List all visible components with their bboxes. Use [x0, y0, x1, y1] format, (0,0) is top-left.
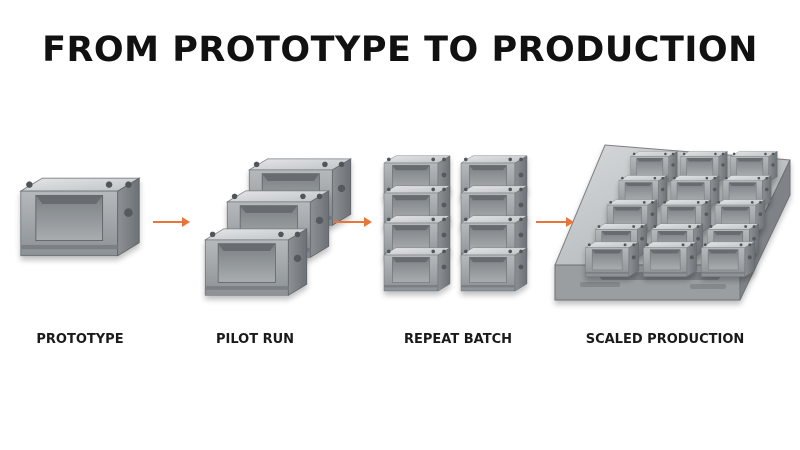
stage-repeat-batch-parts [383, 155, 528, 292]
machined-block-icon [460, 247, 528, 292]
page-title: FROM PROTOTYPE TO PRODUCTION [42, 30, 758, 70]
machined-block-icon [643, 241, 697, 277]
stage-label-prototype: PROTOTYPE [36, 332, 124, 347]
stage-label-scaled-production: SCALED PRODUCTION [585, 332, 745, 347]
stage-prototype-parts [20, 177, 140, 257]
stage-label-pilot-run: PILOT RUN [215, 332, 295, 347]
arrow-right-icon [333, 217, 372, 227]
machined-block-icon [701, 241, 755, 277]
arrows [153, 217, 574, 227]
stage-label-repeat-batch: REPEAT BATCH [404, 332, 512, 347]
arrow-right-icon [153, 217, 190, 227]
machined-block-icon [20, 177, 140, 257]
arrow-right-icon [536, 217, 574, 227]
machined-block-icon [585, 241, 639, 277]
stage-scaled-production-parts [554, 144, 791, 301]
machined-block-icon [383, 247, 451, 292]
machined-block-icon [204, 228, 308, 296]
stage-pilot-run-parts [204, 158, 352, 296]
